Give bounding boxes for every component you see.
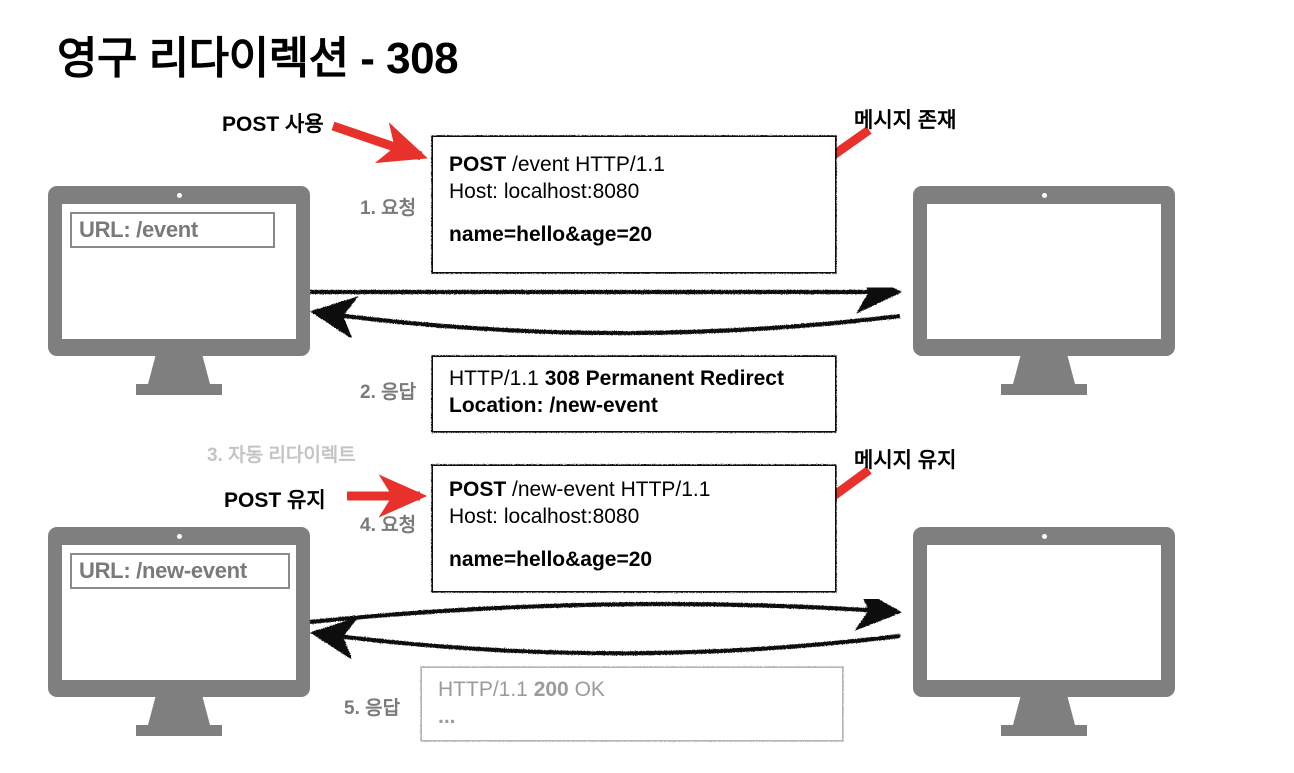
request-1-body-text: name=hello&age=20 xyxy=(449,223,653,246)
response-1-location: Location: /new-event xyxy=(449,394,658,417)
client-bottom-stand-neck xyxy=(148,697,210,725)
server-bottom-stand-neck xyxy=(1013,697,1075,725)
server-top-stand-foot xyxy=(1001,384,1087,395)
response-2-reason: OK xyxy=(568,678,605,701)
request-2-body: name=hello&age=20 xyxy=(449,546,819,573)
response-1-line-1: HTTP/1.1 308 Permanent Redirect xyxy=(449,365,819,392)
red-arrow-post-use xyxy=(331,121,428,164)
monitor-camera-dot xyxy=(176,193,182,198)
step-label-3: 3. 자동 리다이렉트 xyxy=(207,445,356,466)
server-bottom-stand-foot xyxy=(1001,725,1087,736)
top-connector-arrows xyxy=(309,270,903,340)
client-top-screen: URL: /event xyxy=(62,204,296,339)
annotation-post-use: POST 사용 xyxy=(222,113,324,136)
request-2-line-2: Host: localhost:8080 xyxy=(449,505,640,528)
step-label-1: 1. 요청 xyxy=(360,198,417,219)
response-1-version: HTTP/1.1 xyxy=(449,367,545,390)
step-label-5: 5. 응답 xyxy=(344,698,401,719)
step-label-2: 2. 응답 xyxy=(360,382,417,403)
request-2-target: /new-event HTTP/1.1 xyxy=(506,478,711,501)
request-2-body-text: name=hello&age=20 xyxy=(449,548,653,571)
request-1-box: POST /event HTTP/1.1 Host: localhost:808… xyxy=(433,137,835,272)
request-1-body: name=hello&age=20 xyxy=(449,221,819,248)
response-2-status: 200 xyxy=(533,678,569,701)
monitor-camera-dot xyxy=(176,534,182,539)
response-2-version: HTTP/1.1 xyxy=(438,678,534,701)
client-top-stand-foot xyxy=(136,384,222,395)
request-2-box: POST /new-event HTTP/1.1 Host: localhost… xyxy=(433,466,835,591)
server-bottom-screen xyxy=(927,545,1161,680)
request-1-target: /event HTTP/1.1 xyxy=(506,153,665,176)
client-top-monitor: URL: /event xyxy=(48,186,310,356)
response-1-status: 308 Permanent Redirect xyxy=(544,367,784,390)
client-top-stand-neck xyxy=(148,356,210,384)
url-bar[interactable]: URL: /event xyxy=(70,212,275,248)
response-2-line-1: HTTP/1.1 200 OK xyxy=(438,676,826,703)
response-2-line-2: ... xyxy=(438,703,826,730)
client-bottom-monitor: URL: /new-event xyxy=(48,527,310,697)
annotation-message-exists: 메시지 존재 xyxy=(854,109,957,132)
server-top-stand-neck xyxy=(1013,356,1075,384)
response-1-box: HTTP/1.1 308 Permanent Redirect Location… xyxy=(433,357,835,431)
request-2-method: POST xyxy=(449,478,507,501)
response-2-box: HTTP/1.1 200 OK ... xyxy=(422,668,842,740)
client-bottom-screen: URL: /new-event xyxy=(62,545,296,680)
request-2-line-1: POST /new-event HTTP/1.1 xyxy=(449,476,819,503)
client-bottom-stand-foot xyxy=(136,725,222,736)
monitor-camera-dot xyxy=(1041,193,1047,198)
request-1-line-2: Host: localhost:8080 xyxy=(449,180,640,203)
request-1-blank-line xyxy=(449,205,819,221)
server-top-screen xyxy=(927,204,1161,339)
request-2-blank-line xyxy=(449,530,819,546)
url-bar-text: URL: /event xyxy=(79,217,198,242)
monitor-camera-dot xyxy=(1041,534,1047,539)
url-bar-text: URL: /new-event xyxy=(79,558,247,583)
step-label-4: 4. 요청 xyxy=(360,515,417,536)
server-top-monitor xyxy=(913,186,1175,356)
page-title: 영구 리다이렉션 - 308 xyxy=(57,34,459,83)
bottom-connector-arrows xyxy=(309,587,903,661)
request-1-method: POST xyxy=(449,153,507,176)
annotation-post-keep: POST 유지 xyxy=(224,489,326,512)
response-1-line-2: Location: /new-event xyxy=(449,392,819,419)
response-2-ellipsis: ... xyxy=(438,705,456,728)
server-bottom-monitor xyxy=(913,527,1175,697)
url-bar[interactable]: URL: /new-event xyxy=(70,553,290,589)
request-1-line-1: POST /event HTTP/1.1 xyxy=(449,151,819,178)
annotation-message-kept: 메시지 유지 xyxy=(854,449,957,472)
